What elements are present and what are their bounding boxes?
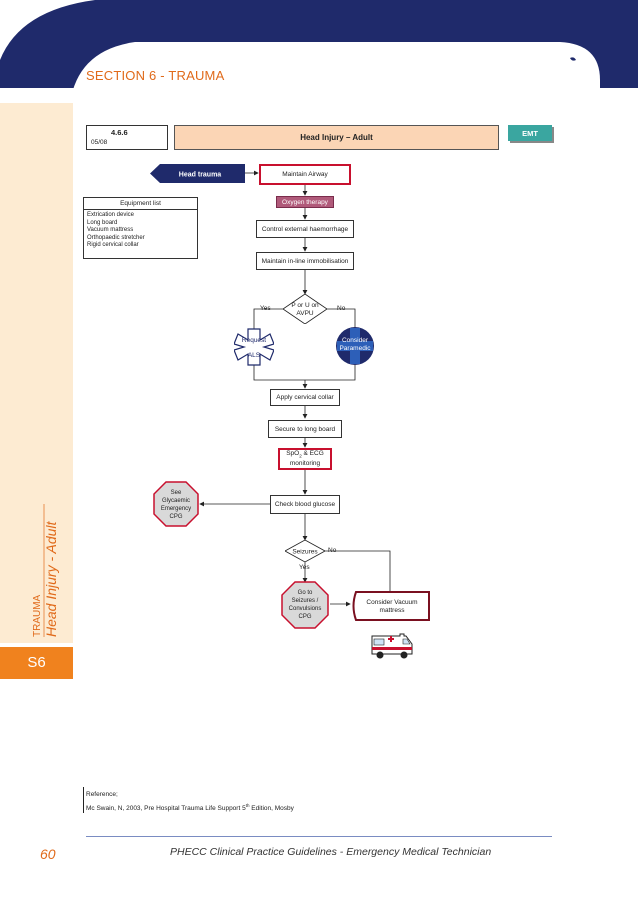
equipment-heading: Equipment list [84,198,197,210]
reference: Reference; Mc Swain, N, 2003, Pre Hospit… [86,789,294,814]
footer-rule [86,836,552,837]
avpu-line: AVPU [296,310,314,317]
seizures-no-label: No [328,547,337,554]
request-als-star: Request ALS [234,328,274,366]
seizures-cpg-octagon: Go to Seizures / Convulsions CPG [281,581,329,629]
sidebar-band [0,103,73,643]
vacuum-line: Consider Vacuum [366,599,417,606]
logo-emblem-icon [561,50,582,84]
goto-line: Seizures / [292,598,319,604]
avpu-line: P or U on [291,302,319,309]
page-number: 60 [40,846,56,862]
paramedic-line: Paramedic [339,345,371,352]
oxygen-therapy-box: Oxygen therapy [276,196,334,208]
cervical-collar-box: Apply cervical collar [270,389,340,406]
glycaemic-line: See [171,490,182,496]
sidebar-category: TRAUMA [32,594,43,637]
cpg-number-box: 4.6.6 05/08 [86,125,168,150]
start-node: Head trauma [150,164,245,183]
avpu-no-label: No [337,305,346,312]
equipment-item: Rigid cervical collar [87,242,139,248]
section-title: SECTION 6 - TRAUMA [86,68,225,83]
sidebar-page-title: Head Injury - Adult [43,520,59,637]
vacuum-line: mattress [380,607,406,614]
vacuum-mattress-box: Consider Vacuum mattress [352,591,430,621]
cpg-date: 05/08 [91,139,108,146]
paramedic-line: Consider [342,337,369,344]
spo2-ecg-box: SpO2 & ECG monitoring [278,448,332,470]
long-board-box: Secure to long board [268,420,342,438]
spo2-line2: monitoring [289,460,321,468]
glycaemic-line: CPG [169,514,182,520]
als-line: ALS [248,352,261,359]
equipment-item: Vacuum mattress [87,227,134,233]
immobilisation-box: Maintain in-line immobilisation [256,252,354,270]
haemorrhage-box: Control external haemorrhage [256,220,354,238]
glycaemic-emergency-octagon: See Glycaemic Emergency CPG [153,481,199,527]
reference-divider [83,787,84,813]
goto-line: Convulsions [289,606,322,612]
footer-title: PHECC Clinical Practice Guidelines - Eme… [170,846,492,858]
consider-paramedic-circle: Consider Paramedic [336,327,374,365]
maintain-airway-box: Maintain Airway [259,164,351,185]
reference-text: Mc Swain, N, 2003, Pre Hospital Trauma L… [86,803,294,813]
equipment-list: Equipment list Extrication device Long b… [83,197,198,259]
equipment-item: Extrication device [87,212,135,218]
goto-line: Go to [298,590,313,596]
seizures-decision: Seizures [285,540,325,562]
start-label: Head trauma [179,172,222,179]
goto-line: CPG [298,614,311,620]
equipment-item: Orthopaedic stretcher [87,234,145,241]
avpu-decision: P or U on AVPU [283,294,327,324]
seizures-label: Seizures [292,549,318,556]
ambulance-icon [371,633,413,659]
logo-line: Pre-Hospital [527,52,580,63]
logo-line: Emergency Care [508,63,580,74]
blood-glucose-box: Check blood glucose [270,495,340,514]
glycaemic-line: Glycaemic [162,498,190,504]
cpg-title-box: Head Injury – Adult [174,125,499,150]
glycaemic-line: Emergency [161,506,191,512]
sidebar-title: TRAUMA Head Injury - Adult [32,504,59,637]
header-band [0,0,638,103]
cpg-number: 4.6.6 [111,128,128,137]
emt-badge: EMT [508,125,552,141]
spo2-line1: SpO2 & ECG [286,449,324,459]
seizures-yes-label: Yes [299,564,310,571]
als-line: Request [242,337,266,344]
reference-label: Reference; [86,791,118,798]
avpu-yes-label: Yes [260,305,271,312]
section-code-badge: S6 [0,647,73,679]
equipment-item: Long board [87,219,118,226]
